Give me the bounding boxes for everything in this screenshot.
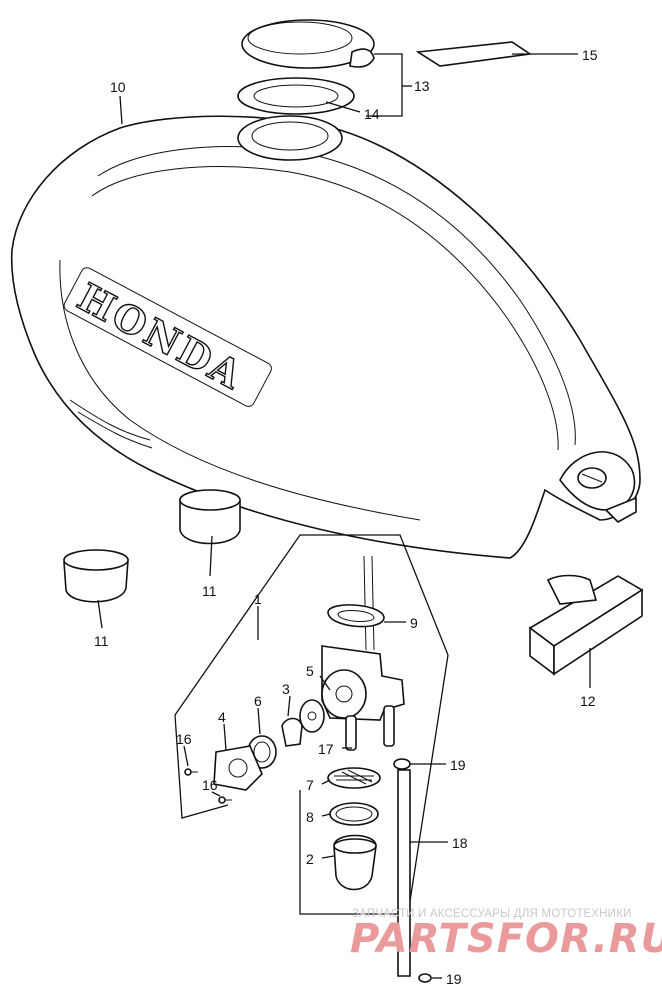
part-13-fuel-cap — [241, 19, 375, 69]
callout-7: 7 — [306, 777, 314, 793]
valve-plate-disc — [299, 699, 325, 733]
callout-labels: 15 13 14 10 9 11 11 1 5 12 3 6 4 16 17 1… — [94, 47, 598, 987]
part-5-valve-body — [321, 645, 405, 751]
part-16-screws — [184, 768, 232, 804]
callout-12: 12 — [580, 693, 596, 709]
part-8-o-ring — [329, 802, 379, 826]
part-19-clip-upper — [393, 758, 411, 770]
callout-5: 5 — [306, 663, 314, 679]
callout-18: 18 — [452, 835, 468, 851]
callout-19: 19 — [446, 971, 462, 987]
callout-10: 10 — [110, 79, 126, 95]
part-18-fuel-hose — [397, 769, 411, 977]
callout-11: 11 — [202, 583, 217, 599]
callout-4: 4 — [218, 709, 226, 725]
callout-9: 9 — [410, 615, 418, 631]
part-4-lever-plate — [213, 745, 263, 791]
part-11-cushion-upper — [179, 489, 241, 545]
callout-6: 6 — [254, 693, 262, 709]
part-12-rubber-pad — [528, 574, 644, 676]
callout-3: 3 — [282, 681, 290, 697]
part-10-fuel-tank: HONDA — [10, 115, 641, 559]
callout-13: 13 — [414, 78, 430, 94]
callout-19: 19 — [450, 757, 466, 773]
callout-2: 2 — [306, 851, 314, 867]
callout-16: 16 — [202, 777, 218, 793]
part-14-cap-gasket — [237, 77, 355, 115]
part-19-clip-lower — [418, 973, 432, 983]
callout-8: 8 — [306, 809, 314, 825]
part-9-strainer-tube — [327, 555, 385, 651]
watermark-tagline: ЗАПЧАСТИ И АКСЕССУАРЫ ДЛЯ МОТОТЕХНИКИ — [352, 908, 632, 920]
leader-lines — [97, 53, 591, 979]
part-11-cushion-lower — [63, 549, 129, 603]
callout-1: 1 — [254, 591, 262, 607]
callout-14: 14 — [364, 106, 380, 122]
callout-17: 17 — [318, 741, 334, 757]
part-3-lever-gasket — [281, 717, 303, 747]
watermark-logo: PARTSFOR.RU — [350, 916, 662, 962]
callout-16: 16 — [176, 731, 192, 747]
part-2-sediment-cup — [333, 834, 377, 891]
part-1-valve-assembly-frame — [174, 534, 449, 915]
watermark: ЗАПЧАСТИ И АКСЕССУАРЫ ДЛЯ МОТОТЕХНИКИ PA… — [350, 908, 662, 962]
callout-15: 15 — [582, 47, 598, 63]
callout-11: 11 — [94, 633, 109, 649]
part-7-filter-screen — [327, 767, 381, 789]
